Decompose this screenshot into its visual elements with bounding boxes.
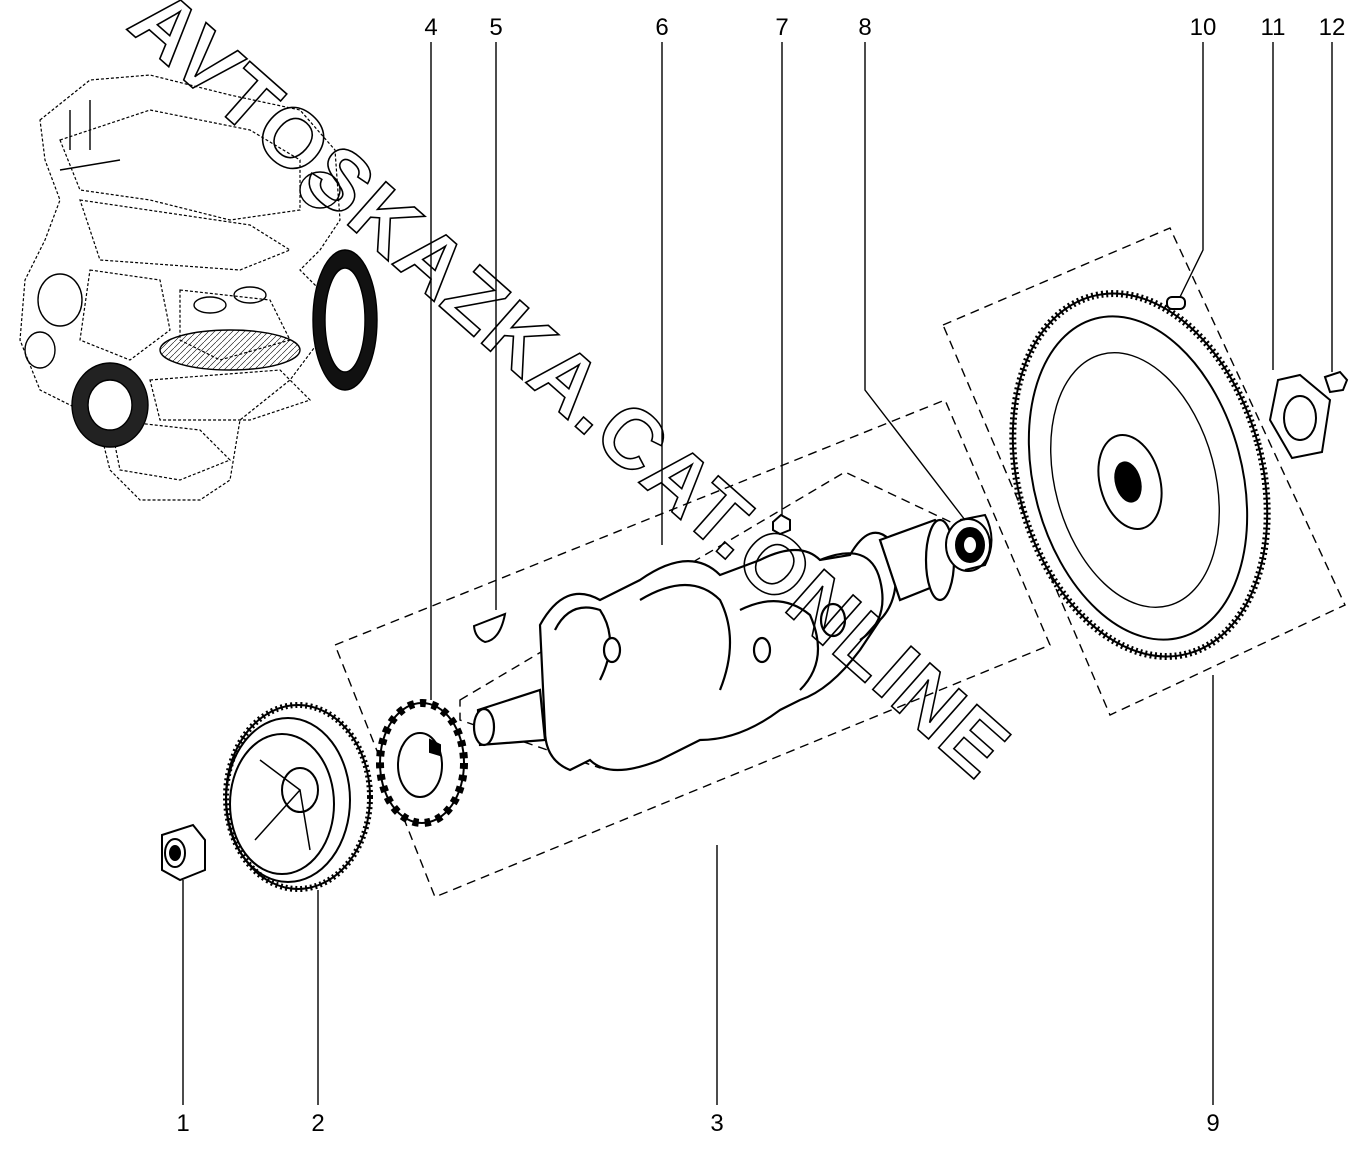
callout-3: 3	[710, 1110, 724, 1137]
engine-thumbnail	[19, 74, 341, 501]
callout-10: 10	[1189, 14, 1217, 41]
callout-1: 1	[176, 1110, 190, 1137]
callout-5: 5	[489, 14, 503, 41]
callout-6: 6	[655, 14, 669, 41]
crankshaft	[472, 518, 956, 772]
callout-11: 11	[1260, 14, 1286, 41]
flywheel-washer	[1268, 373, 1332, 460]
callout-4: 4	[424, 14, 438, 41]
callout-12: 12	[1318, 14, 1346, 41]
pulley-bolt	[161, 823, 206, 882]
leader-lines	[182, 42, 1333, 1105]
flywheel-bolt	[1323, 370, 1349, 394]
pilot-bearing	[945, 513, 993, 572]
callout-7: 7	[775, 14, 789, 41]
callout-8: 8	[858, 14, 872, 41]
callout-9: 9	[1206, 1110, 1220, 1137]
dowel-pin	[772, 513, 791, 536]
woodruff-key	[472, 612, 507, 644]
crankshaft-pulley	[223, 702, 373, 892]
flywheel	[1009, 290, 1271, 660]
timing-sprocket	[376, 699, 468, 827]
engine-thumbnail-details	[24, 100, 378, 448]
callout-2: 2	[311, 1110, 325, 1137]
flywheel-dowel	[1166, 296, 1186, 310]
